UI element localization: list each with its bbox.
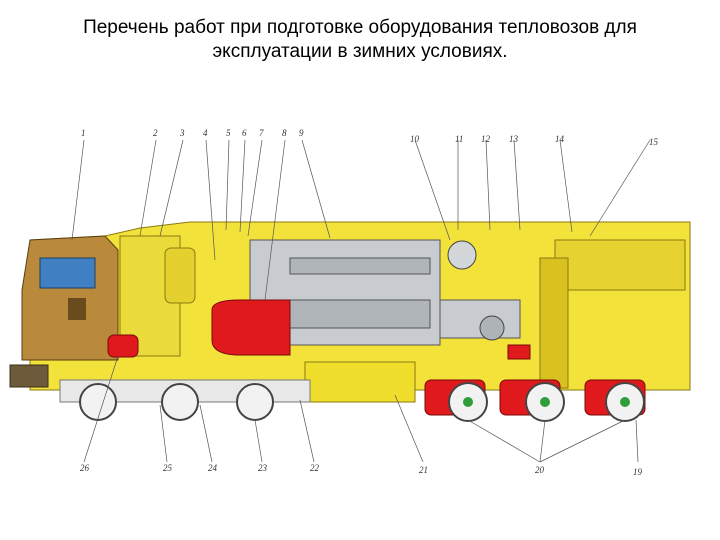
callout-22: 22 [310,463,320,473]
callout-11: 11 [455,134,463,144]
cab-window [39,257,96,289]
top-callout-numbers: 1 2 3 4 5 6 7 8 9 10 11 12 13 14 15 [81,128,659,147]
fuel-heater [107,334,139,358]
callout-15: 15 [649,137,659,147]
page-title: Перечень работ при подготовке оборудован… [0,16,720,64]
generator [211,299,291,356]
callout-21: 21 [419,465,428,475]
title-line-2: эксплуатации в зимних условиях. [212,41,508,62]
callout-1: 1 [81,128,86,138]
callout-19: 19 [633,467,643,477]
title-line-1: Перечень работ при подготовке оборудован… [83,17,637,38]
callout-5: 5 [226,128,231,138]
callout-6: 6 [242,128,247,138]
callout-4: 4 [203,128,208,138]
callout-7: 7 [259,128,264,138]
callout-14: 14 [555,134,565,144]
callout-2: 2 [153,128,158,138]
callout-8: 8 [282,128,287,138]
callout-23: 23 [258,463,268,473]
callout-25: 25 [163,463,173,473]
callout-26: 26 [80,463,90,473]
front-bogie [59,379,311,421]
callout-20: 20 [535,465,545,475]
callout-13: 13 [509,134,519,144]
top-leader-lines [71,139,651,301]
driver-seat [68,298,86,320]
bottom-callout-numbers: 26 25 24 23 22 21 20 19 [80,463,643,477]
callout-12: 12 [481,134,491,144]
callout-24: 24 [208,463,218,473]
callout-3: 3 [179,128,185,138]
callout-10: 10 [410,134,420,144]
bottom-leader-lines [83,355,639,463]
driver-cab [9,235,119,388]
callout-9: 9 [299,128,304,138]
rear-bogie [448,382,645,422]
